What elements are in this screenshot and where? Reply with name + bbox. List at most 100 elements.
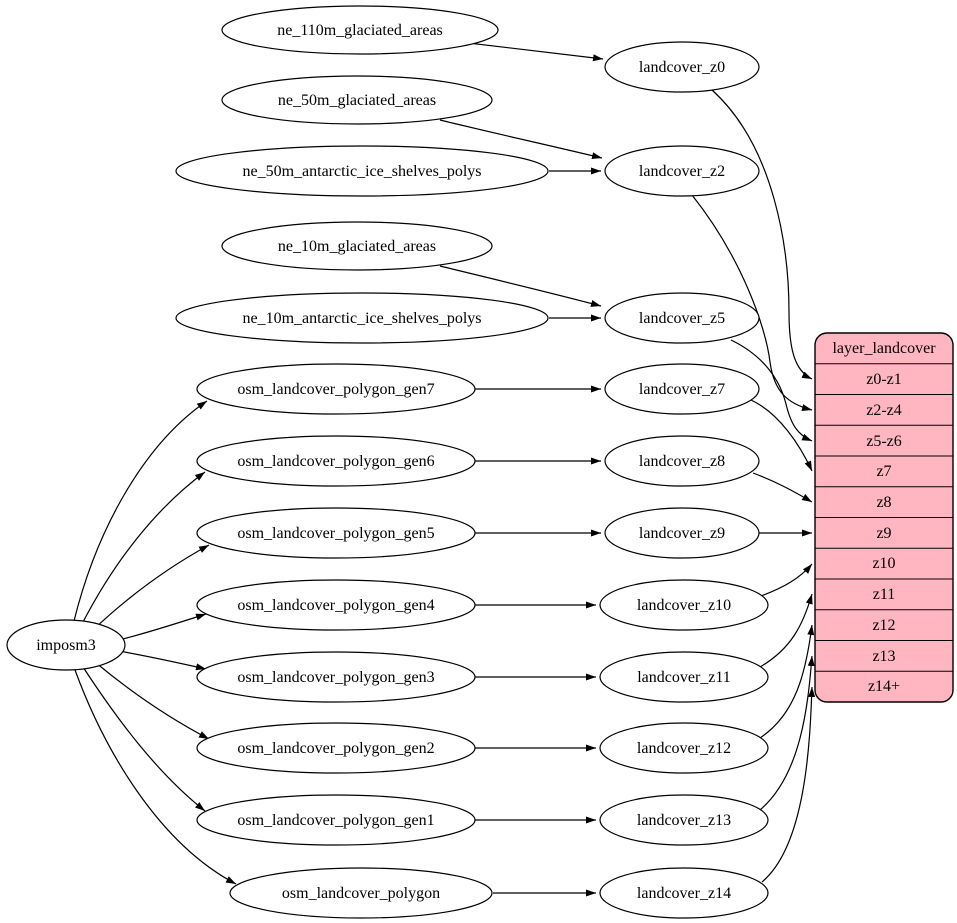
node-landcover-z7-shape: [604, 363, 760, 415]
node-osm-landcover-polygon-label: osm_landcover_polygon: [282, 885, 440, 902]
edge-ne-110m-glaciated-areas-to-landcover-z0: [459, 41, 604, 62]
node-landcover-z10: landcover_z10: [599, 579, 769, 631]
node-osm-landcover-polygon-gen6-shape: [196, 435, 476, 487]
node-imposm3: imposm3: [6, 619, 126, 671]
node-ne-10m-antarctic-ice-shelves-polys-label: ne_10m_antarctic_ice_shelves_polys: [242, 310, 481, 327]
node-osm-landcover-polygon-gen2-shape: [196, 722, 476, 774]
record-row-z7: z7: [876, 463, 891, 480]
record-row-z9: z9: [876, 525, 891, 542]
node-landcover-z2-label: landcover_z2: [639, 163, 725, 180]
node-landcover-z14: landcover_z14: [599, 867, 769, 919]
node-osm-landcover-polygon-gen2: osm_landcover_polygon_gen2: [196, 722, 476, 774]
node-landcover-z10-shape: [599, 579, 769, 631]
node-ne-50m-glaciated-areas: ne_50m_glaciated_areas: [221, 75, 493, 125]
node-landcover-z12: landcover_z12: [599, 722, 769, 774]
node-landcover-z9-label: landcover_z9: [639, 525, 725, 542]
record-row-z5-z6: z5-z6: [866, 433, 902, 450]
node-layer-landcover-record: layer_landcover z0-z1 z2-z4 z5-z6 z7 z8 …: [814, 332, 954, 703]
node-osm-landcover-polygon-gen7-shape: [196, 363, 476, 415]
node-osm-landcover-polygon-gen3: osm_landcover_polygon_gen3: [196, 651, 476, 703]
node-osm-landcover-polygon-gen6-label: osm_landcover_polygon_gen6: [237, 453, 434, 470]
node-osm-landcover-polygon-gen2-label: osm_landcover_polygon_gen2: [237, 740, 434, 757]
edge-imposm3-to-osm-landcover-polygon: [74, 669, 237, 885]
edge-landcover-z7-to-row-z7: [750, 399, 813, 472]
node-landcover-z5-label: landcover_z5: [639, 310, 725, 327]
edge-imposm3-to-osm-landcover-polygon-gen2: [94, 661, 210, 740]
node-ne-110m-glaciated-areas-label: ne_110m_glaciated_areas: [277, 22, 443, 39]
node-ne-10m-antarctic-ice-shelves-polys-shape: [175, 292, 549, 344]
node-ne-110m-glaciated-areas: ne_110m_glaciated_areas: [221, 5, 499, 55]
node-ne-50m-glaciated-areas-shape: [221, 75, 493, 125]
edge-imposm3-to-osm-landcover-polygon-gen7: [73, 400, 208, 622]
node-osm-landcover-polygon-gen5: osm_landcover_polygon_gen5: [196, 507, 476, 559]
node-imposm3-label: imposm3: [36, 637, 96, 654]
node-landcover-z13-label: landcover_z13: [637, 812, 731, 829]
node-osm-landcover-polygon-gen4-shape: [196, 579, 476, 631]
node-landcover-z5-shape: [604, 292, 760, 344]
edge-ne-50m-glaciated-areas-to-landcover-z2: [439, 119, 603, 160]
edge-landcover-z11-to-row-z11: [759, 593, 813, 668]
edge-landcover-z14-to-row-z14plus: [761, 686, 816, 883]
edge-imposm3-to-osm-landcover-polygon-gen1: [82, 666, 206, 812]
node-landcover-z8-label: landcover_z8: [639, 453, 725, 470]
node-landcover-z0-shape: [604, 41, 760, 93]
edge-imposm3-to-osm-landcover-polygon-gen6: [81, 471, 206, 625]
edges-layer: [73, 41, 816, 897]
node-landcover-z8: landcover_z8: [604, 435, 760, 487]
edge-landcover-z2-to-row-z2-z4: [691, 194, 813, 411]
edge-imposm3-to-osm-landcover-polygon-gen4: [118, 613, 207, 641]
node-ne-50m-antarctic-ice-shelves-polys: ne_50m_antarctic_ice_shelves_polys: [175, 145, 549, 197]
node-ne-10m-glaciated-areas: ne_10m_glaciated_areas: [221, 221, 493, 271]
record-title: layer_landcover: [832, 340, 936, 357]
node-ne-10m-glaciated-areas-shape: [221, 221, 493, 271]
record-row-z2-z4: z2-z4: [866, 402, 902, 419]
node-landcover-z2-shape: [604, 145, 760, 197]
edge-landcover-z13-to-row-z13: [759, 655, 815, 811]
node-landcover-z11-shape: [599, 651, 769, 703]
node-imposm3-shape: [6, 619, 126, 671]
edge-landcover-z8-to-row-z8: [752, 472, 813, 503]
node-osm-landcover-polygon-gen3-label: osm_landcover_polygon_gen3: [237, 669, 434, 686]
node-landcover-z8-shape: [604, 435, 760, 487]
node-landcover-z13-shape: [599, 794, 769, 846]
node-landcover-z0: landcover_z0: [604, 41, 760, 93]
node-osm-landcover-polygon-gen1-label: osm_landcover_polygon_gen1: [237, 812, 434, 829]
node-osm-landcover-polygon-gen1-shape: [196, 794, 476, 846]
node-ne-10m-glaciated-areas-label: ne_10m_glaciated_areas: [278, 238, 436, 255]
record-row-z11: z11: [873, 586, 896, 603]
record-row-z8: z8: [876, 494, 891, 511]
node-landcover-z7-label: landcover_z7: [639, 381, 725, 398]
node-landcover-z5: landcover_z5: [604, 292, 760, 344]
node-osm-landcover-polygon: osm_landcover_polygon: [229, 867, 493, 919]
node-landcover-z13: landcover_z13: [599, 794, 769, 846]
node-osm-landcover-polygon-gen7-label: osm_landcover_polygon_gen7: [237, 381, 434, 398]
node-osm-landcover-polygon-shape: [229, 867, 493, 919]
node-osm-landcover-polygon-gen4: osm_landcover_polygon_gen4: [196, 579, 476, 631]
node-osm-landcover-polygon-gen1: osm_landcover_polygon_gen1: [196, 794, 476, 846]
node-landcover-z2: landcover_z2: [604, 145, 760, 197]
node-ne-50m-glaciated-areas-label: ne_50m_glaciated_areas: [278, 92, 436, 109]
node-landcover-z12-label: landcover_z12: [637, 740, 731, 757]
record-row-z10: z10: [872, 555, 895, 572]
edge-landcover-z12-to-row-z12: [759, 624, 815, 739]
node-landcover-z7: landcover_z7: [604, 363, 760, 415]
record-row-z13: z13: [872, 648, 895, 665]
node-landcover-z14-shape: [599, 867, 769, 919]
node-ne-50m-antarctic-ice-shelves-polys-shape: [175, 145, 549, 197]
node-landcover-z10-label: landcover_z10: [637, 597, 731, 614]
node-landcover-z9: landcover_z9: [604, 507, 760, 559]
node-landcover-z0-label: landcover_z0: [639, 59, 725, 76]
node-osm-landcover-polygon-gen5-label: osm_landcover_polygon_gen5: [237, 525, 434, 542]
edge-landcover-z5-to-row-z5-z6: [730, 339, 813, 442]
edge-imposm3-to-osm-landcover-polygon-gen5: [92, 544, 210, 631]
node-landcover-z9-shape: [604, 507, 760, 559]
node-landcover-z11: landcover_z11: [599, 651, 769, 703]
record-row-z14plus: z14+: [868, 678, 900, 695]
edge-ne-10m-glaciated-areas-to-landcover-z5: [439, 265, 602, 307]
edge-imposm3-to-osm-landcover-polygon-gen3: [118, 650, 207, 671]
node-ne-10m-antarctic-ice-shelves-polys: ne_10m_antarctic_ice_shelves_polys: [175, 292, 549, 344]
node-landcover-z11-label: landcover_z11: [637, 669, 731, 686]
node-osm-landcover-polygon-gen5-shape: [196, 507, 476, 559]
edge-landcover-z10-to-row-z10: [760, 563, 813, 597]
node-osm-landcover-polygon-gen3-shape: [196, 651, 476, 703]
